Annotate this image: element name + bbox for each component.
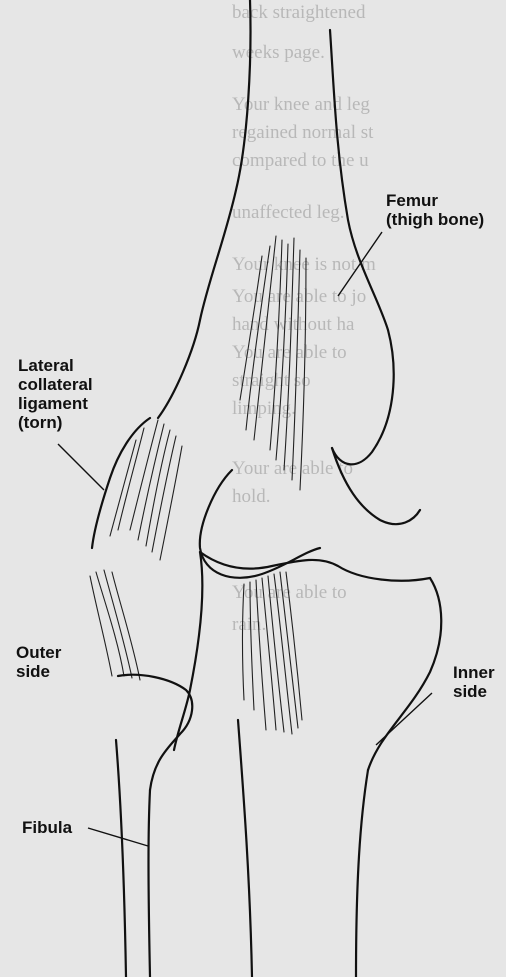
outer-side-label-line2: side <box>16 662 61 681</box>
tibia-medial-edge <box>368 578 441 770</box>
lateral-collateral-ligament-label: Lateral collateral ligament (torn) <box>18 356 93 432</box>
inner-side-label-line2: side <box>453 682 495 701</box>
ligament-torn-fragment <box>112 572 140 680</box>
femur-label-line1: Femur <box>386 191 484 210</box>
fibula-label-text: Fibula <box>22 818 72 837</box>
outer-side-label-line1: Outer <box>16 643 61 662</box>
ligament-label-line4: (torn) <box>18 413 93 432</box>
femur-medial-condyle <box>332 448 420 524</box>
fibula-head <box>118 675 192 790</box>
inner-side-label-line1: Inner <box>453 663 495 682</box>
ligament-fiber <box>118 428 144 530</box>
femur-fiber <box>300 258 306 490</box>
fibula-label: Fibula <box>22 818 72 837</box>
ligament-fiber <box>160 446 182 560</box>
femur-fiber <box>292 250 300 480</box>
femur-fiber <box>284 238 294 470</box>
ligament-torn-fragment <box>104 570 132 678</box>
ligament-torn-fragment <box>90 576 112 676</box>
tibia-shaft-left <box>238 720 252 977</box>
ligament-leader-line <box>58 444 104 490</box>
femur-label-line2: (thigh bone) <box>386 210 484 229</box>
femur-outline-left <box>158 0 250 418</box>
fibula-shaft-left <box>116 740 126 977</box>
ligament-label-line1: Lateral <box>18 356 93 375</box>
femur-label: Femur (thigh bone) <box>386 191 484 229</box>
tibia-fiber <box>243 584 245 700</box>
ligament-label-line2: collateral <box>18 375 93 394</box>
tibia-top-edge <box>200 552 430 581</box>
tibia-lateral-edge <box>174 552 202 750</box>
tibia-fiber <box>268 576 284 732</box>
tibia-fiber <box>250 582 254 710</box>
inner-side-label: Inner side <box>453 663 495 701</box>
inner-side-leader-line <box>376 693 432 745</box>
fibula-shaft-right <box>149 790 151 977</box>
outer-side-label: Outer side <box>16 643 61 681</box>
fibula-leader-line <box>88 828 148 846</box>
femur-outline-right <box>330 30 394 464</box>
ligament-label-line3: ligament <box>18 394 93 413</box>
tibia-shaft-right <box>356 770 368 977</box>
femur-leader-line <box>338 232 382 296</box>
